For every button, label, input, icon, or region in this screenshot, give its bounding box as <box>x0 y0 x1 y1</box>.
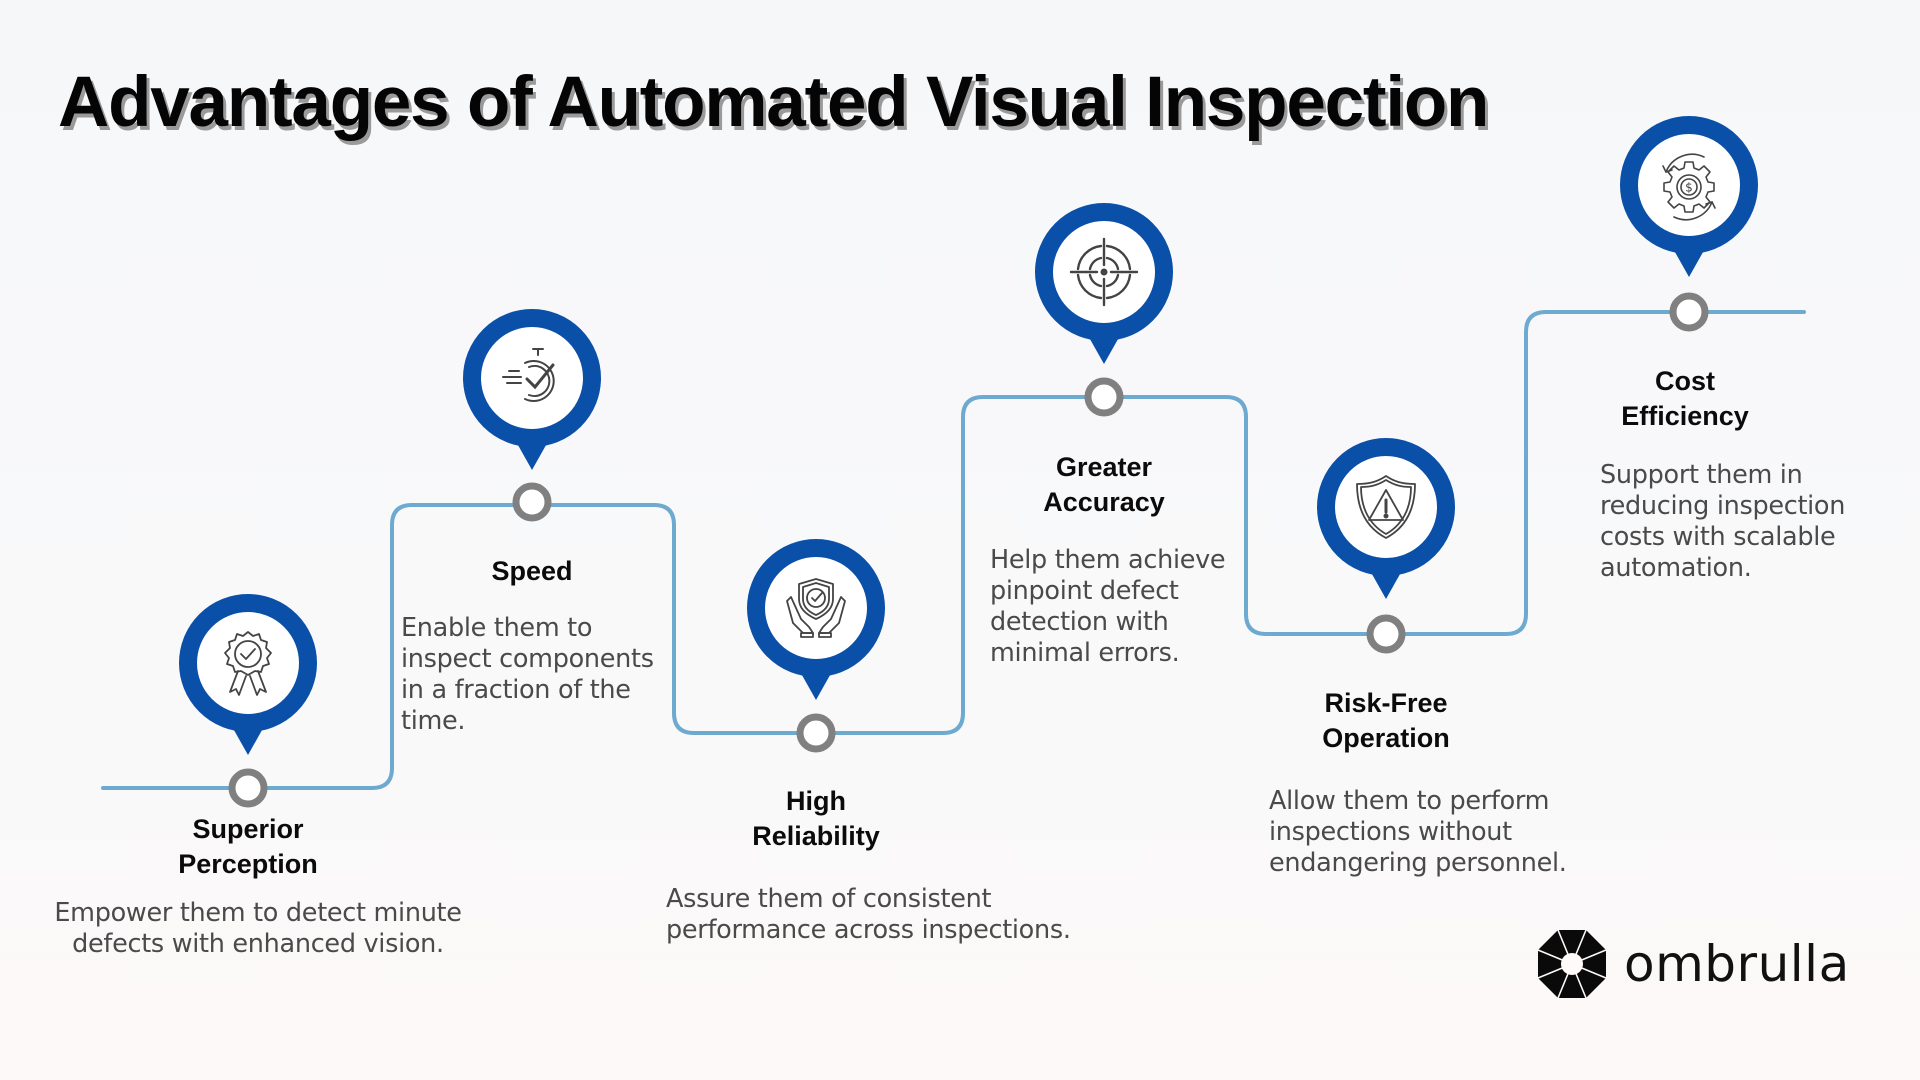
step-title-line: Superior <box>192 814 304 844</box>
step-desc-high-reliability: Assure them of consistent performance ac… <box>666 884 1106 946</box>
stopwatch-check-icon <box>502 348 555 402</box>
step-title-speed: Speed <box>402 554 662 589</box>
page-title: Advantages of Automated Visual Inspectio… <box>58 63 1489 142</box>
gear-dollar-cycle-icon: $ <box>1662 153 1716 221</box>
step-pin-cost-efficiency: $ <box>1619 115 1759 283</box>
step-pin-speed <box>462 308 602 476</box>
pin-marker <box>463 309 601 470</box>
step-desc-cost-efficiency: Support them in reducing inspection cost… <box>1600 460 1880 584</box>
step-pin-greater-accuracy <box>1034 202 1174 370</box>
step-title-line: Risk-Free <box>1324 688 1448 718</box>
pin-marker <box>179 594 317 755</box>
step-desc-line: Support them in <box>1600 460 1803 490</box>
step-title-line: Perception <box>178 849 318 879</box>
shield-warning-icon <box>1356 475 1416 539</box>
path-node <box>228 768 268 808</box>
step-desc-risk-free-operation: Allow them to perform inspections withou… <box>1269 786 1589 879</box>
step-title-line: Reliability <box>752 821 880 851</box>
step-desc-line: pinpoint defect <box>990 576 1179 606</box>
award-badge-check-icon <box>224 631 272 696</box>
step-title-line: Accuracy <box>1043 487 1165 517</box>
step-title-risk-free-operation: Risk-Free Operation <box>1256 686 1516 756</box>
step-desc-line: Empower them to detect minute <box>54 898 462 928</box>
step-desc-line: performance across inspections. <box>666 915 1071 945</box>
brand-logo: ombrulla <box>1536 928 1849 1000</box>
step-desc-line: minimal errors. <box>990 638 1180 668</box>
step-desc-line: endangering personnel. <box>1269 848 1567 878</box>
step-title-superior-perception: Superior Perception <box>118 812 378 882</box>
step-desc-speed: Enable them to inspect components in a f… <box>401 613 661 737</box>
step-title-line: Greater <box>1055 452 1153 482</box>
step-title-line: Efficiency <box>1621 401 1749 431</box>
path-node <box>1669 292 1709 332</box>
step-desc-line: inspections without <box>1269 817 1512 847</box>
step-desc-line: defects with enhanced vision. <box>72 929 444 959</box>
step-desc-line: Assure them of consistent <box>666 884 992 914</box>
step-desc-line: costs with scalable <box>1600 522 1836 552</box>
step-desc-line: Allow them to perform <box>1269 786 1550 816</box>
step-desc-line: in a fraction of the <box>401 675 631 705</box>
pin-marker <box>747 539 885 700</box>
step-desc-line: reducing inspection <box>1600 491 1846 521</box>
path-nodes <box>228 292 1709 808</box>
path-node <box>512 482 552 522</box>
step-desc-line: detection with <box>990 607 1169 637</box>
step-pin-high-reliability <box>746 538 886 706</box>
step-desc-line: Enable them to <box>401 613 593 643</box>
pin-marker <box>1620 116 1758 277</box>
umbrella-octagon-logo-icon <box>1537 929 1607 999</box>
step-desc-line: Help them achieve <box>990 545 1226 575</box>
path-node <box>796 713 836 753</box>
path-node <box>1366 614 1406 654</box>
svg-text:$: $ <box>1685 181 1693 195</box>
step-title-line: Cost <box>1655 366 1715 396</box>
step-pin-superior-perception <box>178 593 318 761</box>
step-title-line: Speed <box>491 556 573 586</box>
crosshair-target-icon <box>1069 237 1139 307</box>
step-title-high-reliability: High Reliability <box>686 784 946 854</box>
hands-shield-check-icon <box>786 578 846 638</box>
step-desc-line: automation. <box>1600 553 1752 583</box>
step-desc-line: time. <box>401 706 466 736</box>
step-pin-risk-free-operation <box>1316 437 1456 605</box>
step-desc-superior-perception: Empower them to detect minute defects wi… <box>44 898 472 960</box>
step-path-line <box>101 310 1806 790</box>
step-title-line: Operation <box>1322 723 1450 753</box>
step-title-line: High <box>786 786 846 816</box>
path-node <box>1084 377 1124 417</box>
step-title-greater-accuracy: Greater Accuracy <box>974 450 1234 520</box>
brand-name: ombrulla <box>1624 935 1850 993</box>
step-desc-greater-accuracy: Help them achieve pinpoint defect detect… <box>990 545 1240 669</box>
step-desc-line: inspect components <box>401 644 654 674</box>
step-title-cost-efficiency: Cost Efficiency <box>1555 364 1815 434</box>
